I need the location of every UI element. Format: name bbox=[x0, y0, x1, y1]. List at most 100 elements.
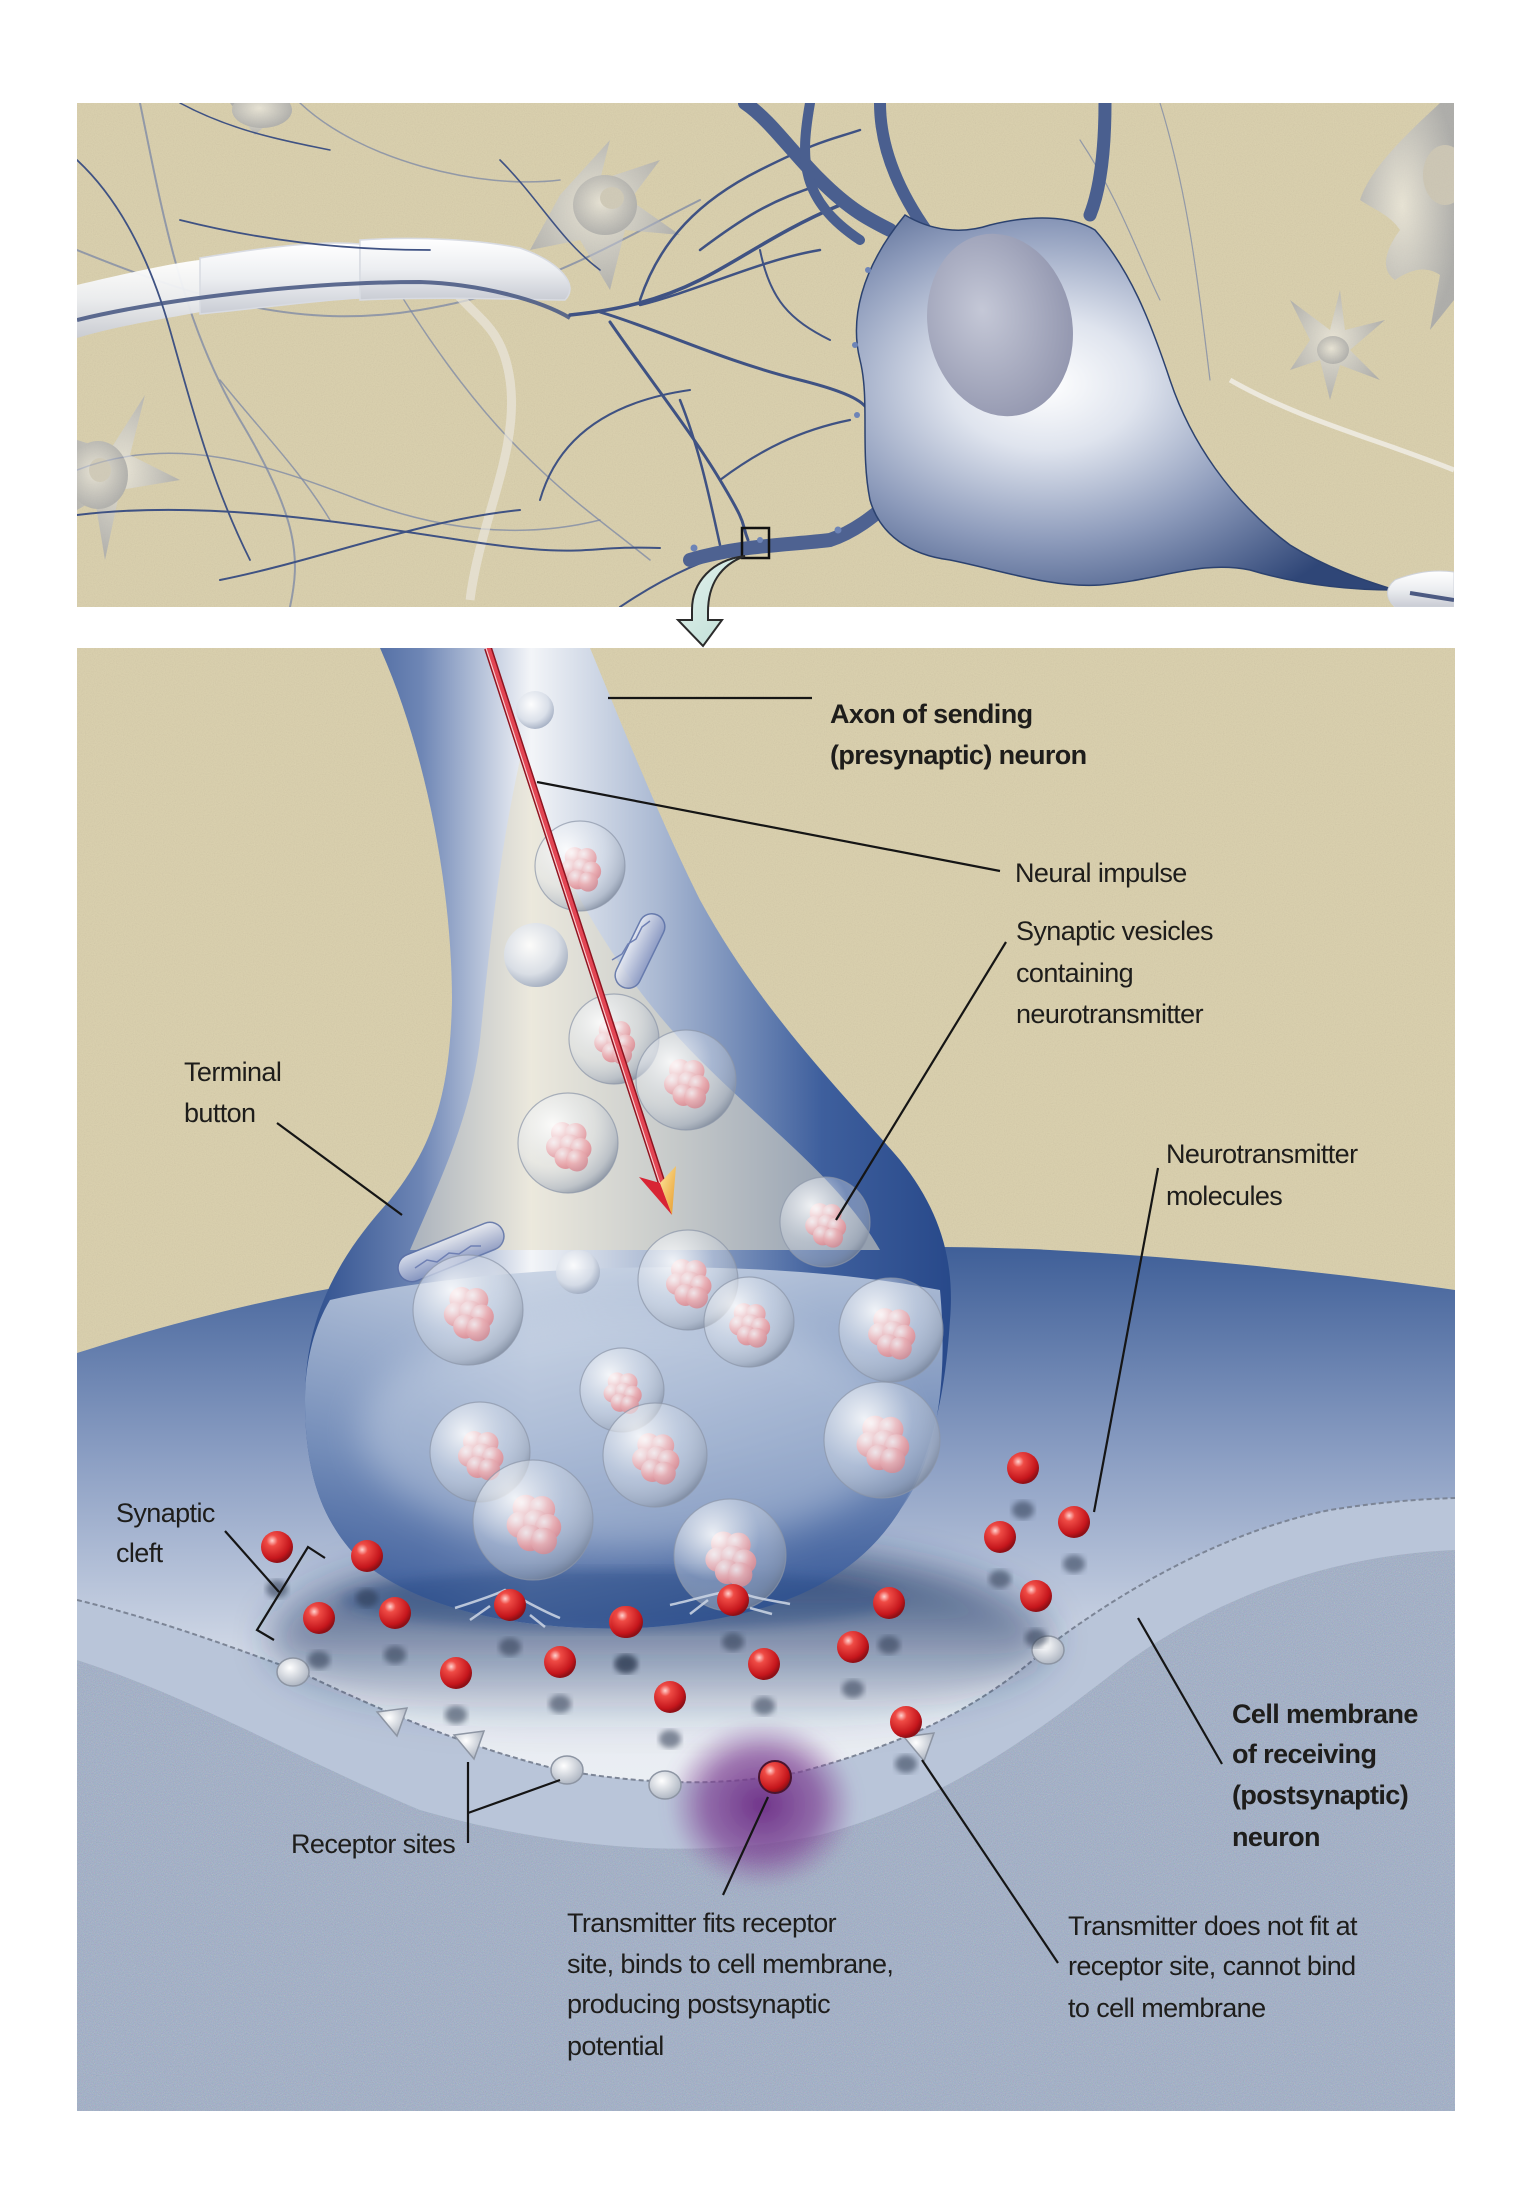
neurotransmitter-molecule bbox=[1020, 1580, 1052, 1612]
label-transmitter-fits: Transmitter fits receptor site, binds to… bbox=[567, 1908, 900, 2061]
label-line: Neurotransmitter bbox=[1166, 1139, 1358, 1169]
neurotransmitter-molecule bbox=[748, 1648, 780, 1680]
bound-neurotransmitter-molecule bbox=[758, 1760, 792, 1794]
receptor-round bbox=[550, 1755, 584, 1785]
vesicle bbox=[838, 1277, 944, 1383]
neurotransmitter-molecule bbox=[379, 1597, 411, 1629]
label-line: Receptor sites bbox=[291, 1829, 455, 1859]
label-line: of receiving bbox=[1232, 1739, 1376, 1769]
magnify-box-icon bbox=[740, 526, 771, 560]
empty-vesicle bbox=[556, 1250, 600, 1294]
myelinated-axon bbox=[77, 237, 572, 338]
label-line: Terminal bbox=[184, 1057, 281, 1087]
neurotransmitter-molecule bbox=[440, 1657, 472, 1689]
receptor-notched bbox=[375, 1707, 409, 1738]
molecule-shadow bbox=[1063, 1555, 1085, 1573]
vesicle bbox=[517, 1092, 619, 1194]
leader-synaptic-cleft bbox=[224, 1530, 280, 1593]
leader-transmitter-fits bbox=[722, 1796, 769, 1896]
neurotransmitter-molecule bbox=[611, 1606, 643, 1638]
leader-neurotransmitter-molecules bbox=[1092, 1167, 1160, 1513]
molecule-shadow bbox=[878, 1636, 900, 1654]
molecule-shadow bbox=[549, 1695, 571, 1713]
label-line: Neural impulse bbox=[1015, 858, 1187, 888]
molecule-shadow bbox=[1025, 1629, 1047, 1647]
background-neuron bbox=[230, 103, 292, 135]
vesicle bbox=[635, 1029, 737, 1131]
vesicle bbox=[637, 1229, 739, 1331]
molecule-shadow bbox=[895, 1755, 917, 1773]
label-line: neuron bbox=[1232, 1822, 1320, 1852]
receptor-notched bbox=[902, 1732, 936, 1763]
leader-synaptic-vesicles bbox=[835, 941, 1007, 1221]
label-line: neurotransmitter bbox=[1016, 999, 1204, 1029]
synaptic-vesicles bbox=[412, 691, 944, 1612]
neurotransmitter-molecule bbox=[984, 1521, 1016, 1553]
molecule-shadow bbox=[842, 1680, 864, 1698]
molecule-shadow bbox=[445, 1706, 467, 1724]
label-line: Synaptic bbox=[116, 1498, 215, 1528]
vesicle bbox=[703, 1276, 795, 1368]
neurotransmitter-molecule bbox=[303, 1602, 335, 1634]
label-line: (presynaptic) neuron bbox=[830, 740, 1087, 770]
neurotransmitter-molecule bbox=[351, 1540, 383, 1572]
label-line: to cell membrane bbox=[1068, 1993, 1266, 2023]
label-synaptic-vesicles: Synaptic vesicles containing neurotransm… bbox=[1016, 916, 1220, 1029]
label-neural-impulse: Neural impulse bbox=[1015, 858, 1187, 888]
label-synaptic-cleft: Synaptic cleft bbox=[116, 1498, 222, 1568]
overview-panel bbox=[77, 103, 1454, 607]
label-cell-membrane: Cell membrane of receiving (postsynaptic… bbox=[1232, 1699, 1425, 1852]
neurotransmitter-molecule bbox=[261, 1531, 293, 1563]
background-neuron bbox=[77, 395, 180, 560]
label-axon: Axon of sending (presynaptic) neuron bbox=[830, 699, 1087, 770]
vesicle bbox=[429, 1401, 531, 1503]
label-line: button bbox=[184, 1098, 255, 1128]
background-processes bbox=[77, 103, 1454, 607]
leader-receptor-sites bbox=[466, 1762, 561, 1843]
neurotransmitter-molecule bbox=[544, 1646, 576, 1678]
vesicle bbox=[472, 1459, 594, 1581]
pyramidal-neuron bbox=[683, 103, 1454, 607]
background-neuron bbox=[1360, 103, 1454, 330]
neurotransmitter-molecule bbox=[494, 1589, 526, 1621]
leader-neural-impulse bbox=[536, 780, 1001, 873]
binding-glow bbox=[667, 1720, 857, 1890]
synapse-dots bbox=[690, 267, 871, 552]
vesicle bbox=[779, 1176, 871, 1268]
neurotransmitter-molecule bbox=[654, 1681, 686, 1713]
receptor-notched bbox=[452, 1730, 486, 1761]
leader-cell-membrane bbox=[1137, 1617, 1223, 1765]
labels: Axon of sending (presynaptic) neuron Neu… bbox=[116, 699, 1425, 2061]
molecule-shadow bbox=[753, 1697, 775, 1715]
vesicle bbox=[673, 1498, 787, 1612]
postsynaptic-interior bbox=[77, 1550, 1455, 2111]
neurotransmitter-molecule bbox=[837, 1631, 869, 1663]
vesicle bbox=[823, 1381, 941, 1499]
neurotransmitter-molecule bbox=[1007, 1452, 1039, 1484]
label-terminal-button: Terminal button bbox=[184, 1057, 288, 1128]
receptor-round bbox=[276, 1657, 310, 1687]
label-line: producing postsynaptic bbox=[567, 1989, 830, 2019]
receptor-round bbox=[648, 1770, 682, 1800]
molecule-shadow bbox=[1012, 1501, 1034, 1519]
label-receptor-sites: Receptor sites bbox=[291, 1829, 455, 1859]
label-line: Cell membrane bbox=[1232, 1699, 1418, 1729]
label-line: Synaptic vesicles bbox=[1016, 916, 1213, 946]
vesicle bbox=[602, 1402, 708, 1508]
label-line: molecules bbox=[1166, 1181, 1282, 1211]
label-line: Axon of sending bbox=[830, 699, 1033, 729]
synaptic-cleft-bracket bbox=[255, 1545, 326, 1641]
label-line: Transmitter does not fit at bbox=[1068, 1911, 1358, 1941]
vesicle bbox=[412, 1254, 524, 1366]
label-line: site, binds to cell membrane, bbox=[567, 1949, 893, 1979]
background-neuron bbox=[530, 140, 680, 290]
curved-down-arrow-icon bbox=[675, 555, 746, 648]
receptor-sites bbox=[276, 1635, 1065, 1800]
neurotransmitter-molecule bbox=[717, 1584, 749, 1616]
vesicle bbox=[534, 820, 626, 912]
molecule-shadows bbox=[266, 1501, 1085, 1773]
label-line: cleft bbox=[116, 1538, 164, 1568]
neurotransmitter-molecule bbox=[1058, 1506, 1090, 1538]
red-arrow-icon bbox=[484, 648, 676, 1215]
